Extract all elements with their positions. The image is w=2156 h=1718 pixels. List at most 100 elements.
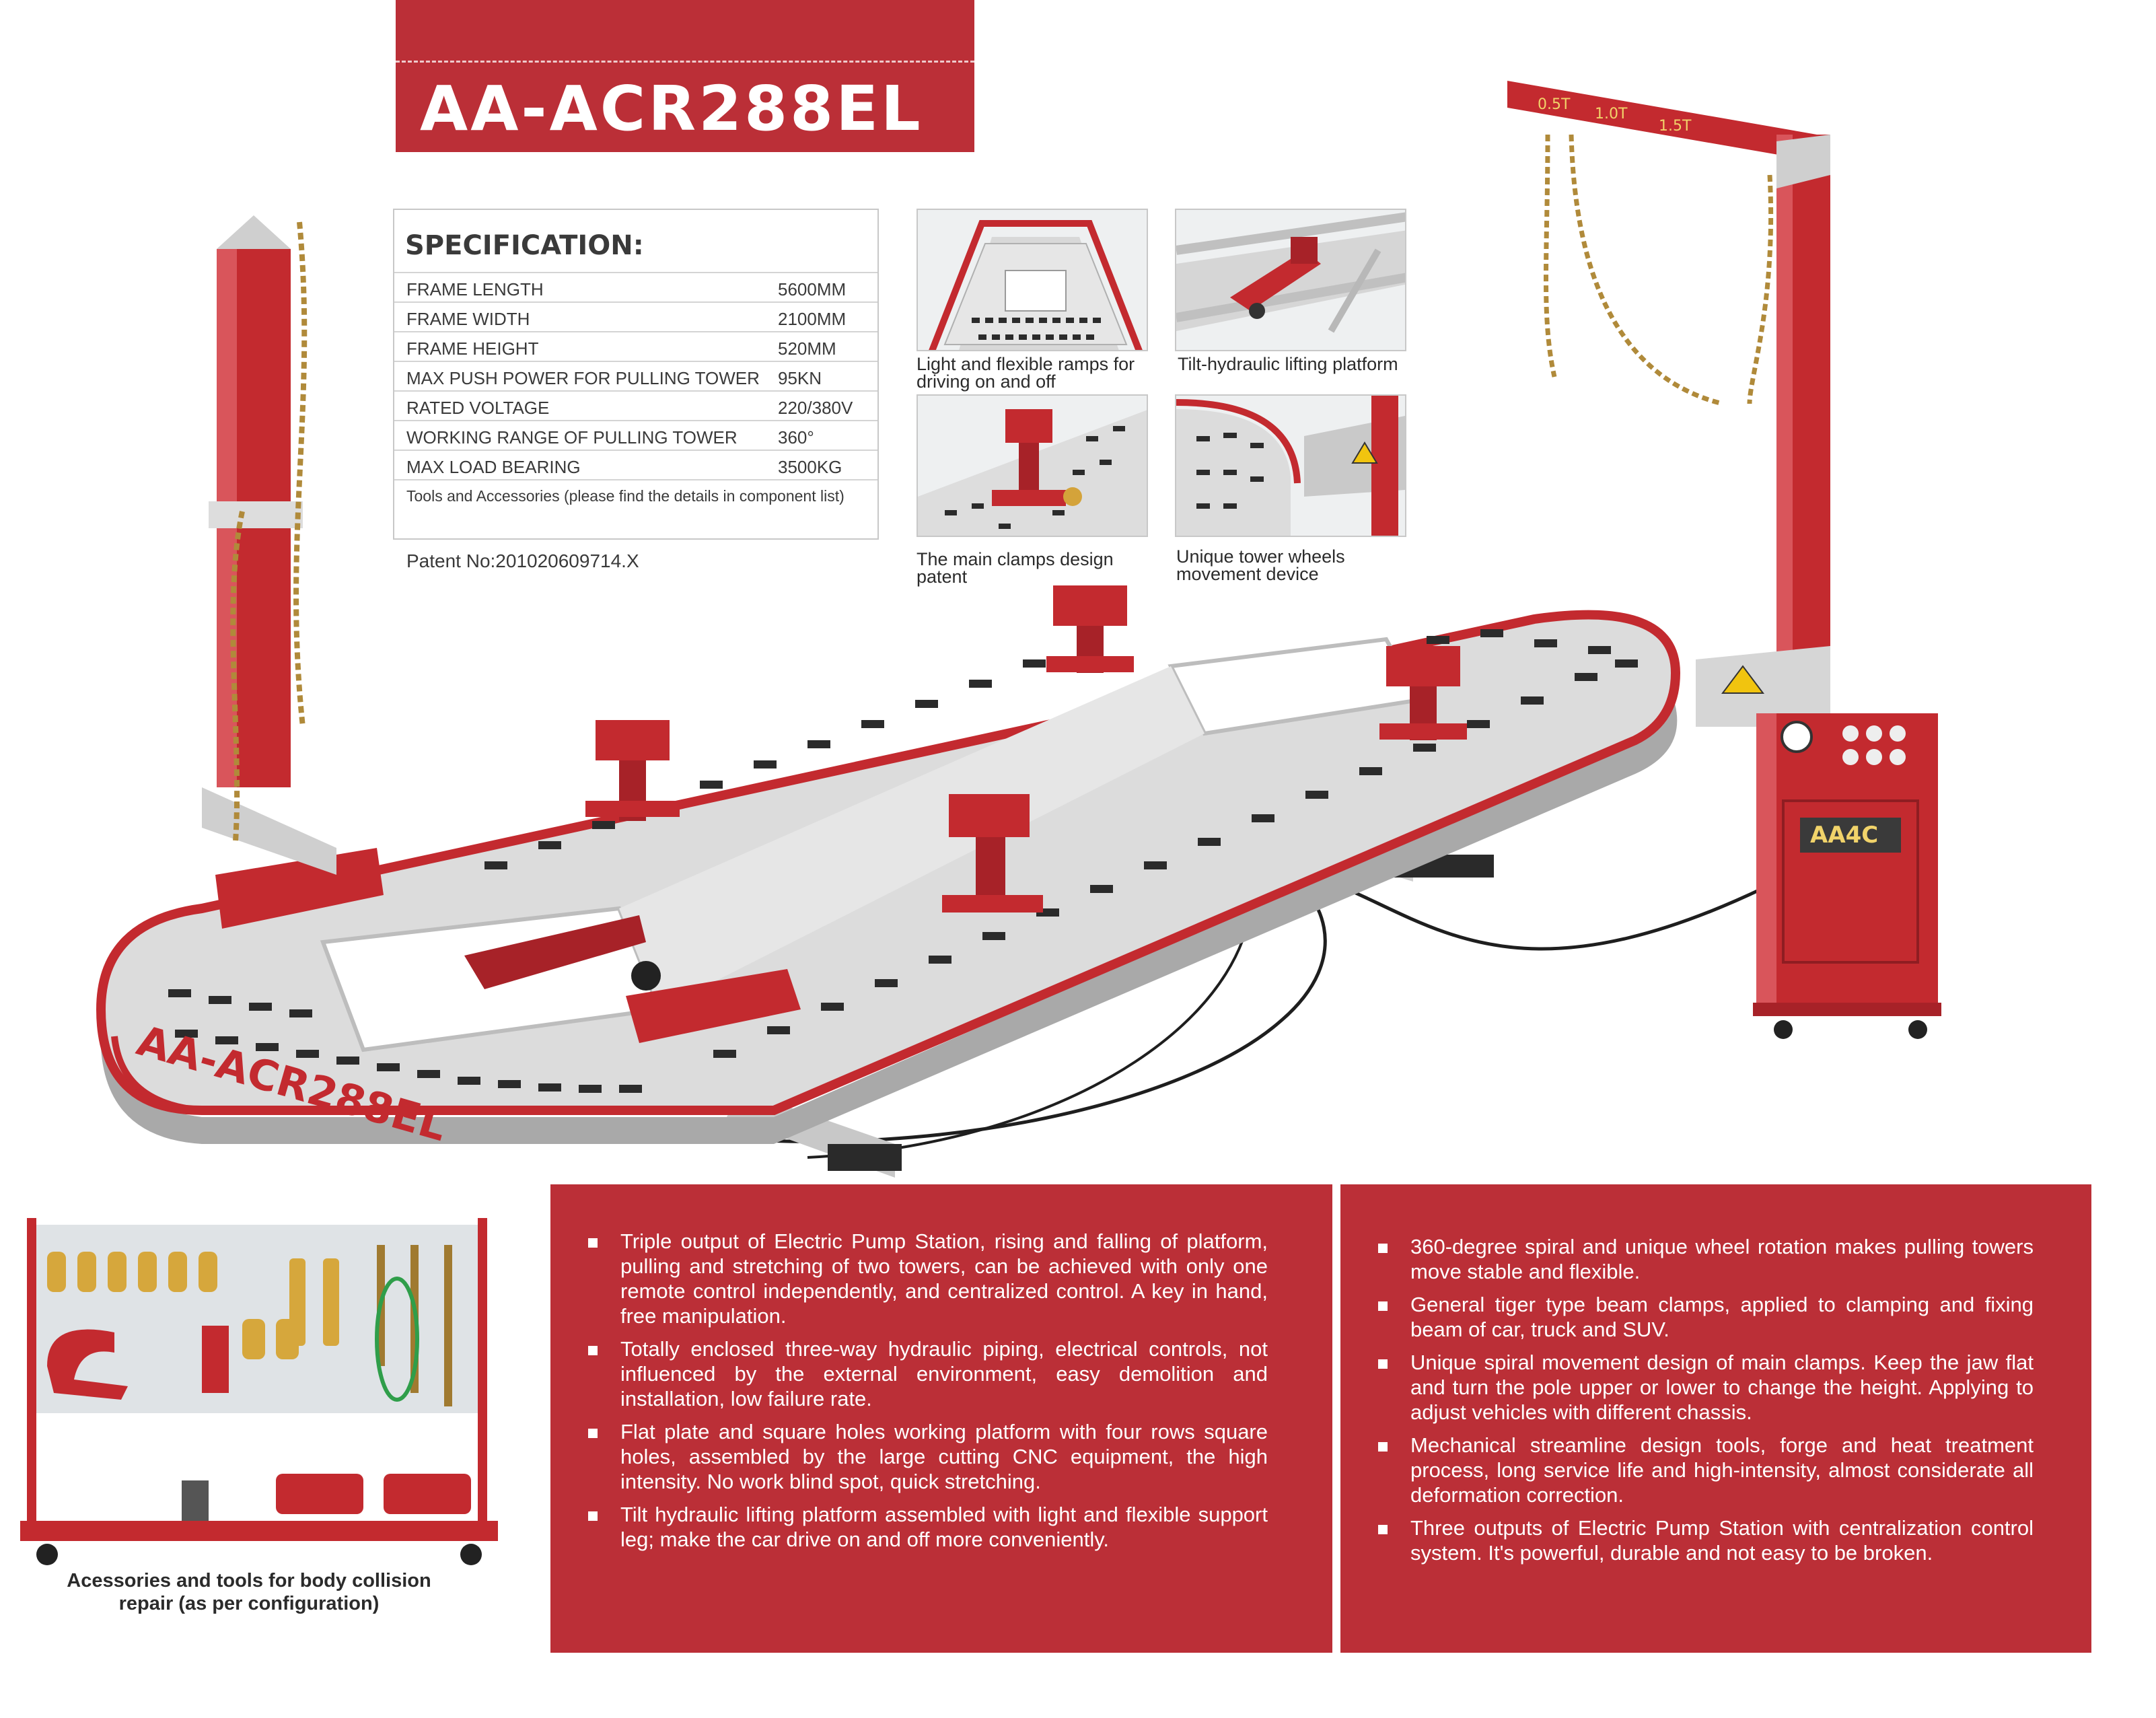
- spec-label: FRAME LENGTH: [406, 279, 544, 299]
- caption-line: Unique tower wheels: [1176, 546, 1345, 567]
- feature-text: Tilt hydraulic lifting platform assemble…: [620, 1503, 1268, 1551]
- spec-row: MAX LOAD BEARING 3500KG: [394, 450, 877, 480]
- feature-item: Flat plate and square holes working plat…: [550, 1419, 1268, 1494]
- electric-pump-station: AA4C: [1753, 713, 1941, 1039]
- feature-item: Three outputs of Electric Pump Station w…: [1340, 1515, 2034, 1565]
- features-panel-right: 360-degree spiral and unique wheel rotat…: [1340, 1184, 2091, 1653]
- base-foot: [828, 1144, 902, 1171]
- feature-text: Mechanical streamline design tools, forg…: [1410, 1433, 2034, 1507]
- spec-value: 5600MM: [778, 279, 847, 299]
- feature-item: General tiger type beam clamps, applied …: [1340, 1292, 2034, 1342]
- feature-list: 360-degree spiral and unique wheel rotat…: [1340, 1234, 2034, 1573]
- bullet-icon: [1378, 1244, 1388, 1253]
- frame-machine-illustration: AA-ACR288EL: [96, 81, 1941, 1178]
- main-clamp: [942, 794, 1043, 912]
- spec-label: FRAME WIDTH: [406, 309, 530, 329]
- caption-line: patent: [917, 567, 968, 587]
- bullet-icon: [588, 1238, 598, 1248]
- spec-row: RATED VOLTAGE 220/380V: [394, 390, 877, 421]
- caption-line: The main clamps design: [917, 549, 1114, 569]
- bullet-icon: [588, 1429, 598, 1438]
- spec-note: Tools and Accessories (please find the d…: [406, 487, 845, 505]
- bullet-icon: [1378, 1301, 1388, 1311]
- platform-red-stripe: [111, 737, 1637, 1114]
- feature-item: Totally enclosed three-way hydraulic pip…: [550, 1336, 1268, 1411]
- hydraulic-hose: [713, 866, 1327, 1143]
- feature-text: General tiger type beam clamps, applied …: [1410, 1293, 2034, 1341]
- spec-label: MAX LOAD BEARING: [406, 457, 581, 477]
- spec-note-row: [394, 479, 877, 510]
- bullet-icon: [1378, 1442, 1388, 1452]
- thumbnail-caption: Unique tower wheels movement device: [1176, 548, 1345, 583]
- feature-text: Unique spiral movement design of main cl…: [1410, 1351, 2034, 1424]
- spec-value: 360°: [778, 427, 814, 448]
- accessories-board-photo: [20, 1218, 498, 1568]
- arm-mark: 0.5T: [1538, 96, 1571, 113]
- accessories-caption: Acessories and tools for body collision …: [27, 1569, 471, 1615]
- thumbnail-caption: The main clamps design patent: [917, 549, 1114, 587]
- spec-label: WORKING RANGE OF PULLING TOWER: [406, 427, 738, 448]
- features-panel-left: Triple output of Electric Pump Station, …: [550, 1184, 1332, 1653]
- feature-text: 360-degree spiral and unique wheel rotat…: [1410, 1235, 2034, 1283]
- ramps-photo: [918, 210, 1147, 350]
- spec-row: FRAME LENGTH 5600MM: [394, 272, 877, 303]
- caption-line: Acessories and tools for body collision: [67, 1570, 431, 1591]
- feature-item: Mechanical streamline design tools, forg…: [1340, 1433, 2034, 1507]
- patent-number: Patent No:201020609714.X: [406, 550, 639, 571]
- jack-wheel: [631, 961, 661, 991]
- thumbnail-caption: Tilt-hydraulic lifting platform: [1178, 355, 1398, 373]
- thumbnail-tilt-platform: [1175, 209, 1406, 351]
- specification-heading: SPECIFICATION:: [405, 230, 644, 261]
- spec-value: 520MM: [778, 338, 836, 359]
- feature-text: Totally enclosed three-way hydraulic pip…: [620, 1337, 1268, 1410]
- caption-line: repair (as per configuration): [118, 1593, 380, 1614]
- title-banner: AA-ACR288EL: [396, 0, 974, 152]
- caption-line: Tilt-hydraulic lifting platform: [1178, 354, 1398, 374]
- spec-row: FRAME HEIGHT 520MM: [394, 331, 877, 362]
- platform-center-beam: [619, 666, 1205, 1009]
- tilt-platform-photo: [1176, 210, 1405, 350]
- feature-item: Unique spiral movement design of main cl…: [1340, 1350, 2034, 1425]
- ramp: [626, 969, 801, 1043]
- spec-row: WORKING RANGE OF PULLING TOWER 360°: [394, 420, 877, 451]
- spec-value: 3500KG: [778, 457, 842, 477]
- left-pulling-tower: [202, 215, 336, 875]
- thumbnail-ramps: [917, 209, 1148, 351]
- ramp: [215, 848, 384, 929]
- bullet-icon: [1378, 1359, 1388, 1369]
- thumbnail-tower-wheels: [1175, 394, 1406, 537]
- specification-table: SPECIFICATION: FRAME LENGTH 5600MM FRAME…: [393, 209, 879, 540]
- feature-list: Triple output of Electric Pump Station, …: [550, 1229, 1268, 1560]
- bullet-icon: [1378, 1525, 1388, 1534]
- tower-wheels-photo: [1176, 396, 1405, 536]
- pump-station-logo: AA4C: [1810, 822, 1878, 849]
- spec-label: MAX PUSH POWER FOR PULLING TOWER: [406, 368, 760, 388]
- bullet-icon: [588, 1511, 598, 1521]
- spec-label: RATED VOLTAGE: [406, 398, 550, 418]
- feature-item: Triple output of Electric Pump Station, …: [550, 1229, 1268, 1328]
- spec-label: FRAME HEIGHT: [406, 338, 539, 359]
- product-title: AA-ACR288EL: [420, 73, 923, 145]
- hydraulic-jack: [464, 915, 646, 989]
- feature-item: Tilt hydraulic lifting platform assemble…: [550, 1502, 1268, 1552]
- spec-row: MAX PUSH POWER FOR PULLING TOWER 95KN: [394, 361, 877, 392]
- main-clamp: [1046, 585, 1134, 673]
- spec-row: FRAME WIDTH 2100MM: [394, 301, 877, 332]
- dotted-divider: [396, 61, 974, 63]
- feature-text: Flat plate and square holes working plat…: [620, 1420, 1268, 1493]
- spec-value: 2100MM: [778, 309, 847, 329]
- feature-item: 360-degree spiral and unique wheel rotat…: [1340, 1234, 2034, 1284]
- bullet-icon: [588, 1346, 598, 1355]
- feature-text: Triple output of Electric Pump Station, …: [620, 1229, 1268, 1328]
- main-clamps-photo: [918, 396, 1147, 536]
- feature-text: Three outputs of Electric Pump Station w…: [1410, 1516, 2034, 1565]
- spec-value: 220/380V: [778, 398, 853, 418]
- arm-mark: 1.5T: [1659, 118, 1692, 135]
- main-clamp: [1379, 646, 1467, 740]
- thumbnail-main-clamps: [917, 394, 1148, 537]
- caption-line: driving on and off: [917, 371, 1056, 392]
- arm-mark: 1.0T: [1595, 106, 1628, 122]
- spec-value: 95KN: [778, 368, 822, 388]
- caption-line: movement device: [1176, 564, 1319, 584]
- caption-line: Light and flexible ramps for: [917, 354, 1135, 374]
